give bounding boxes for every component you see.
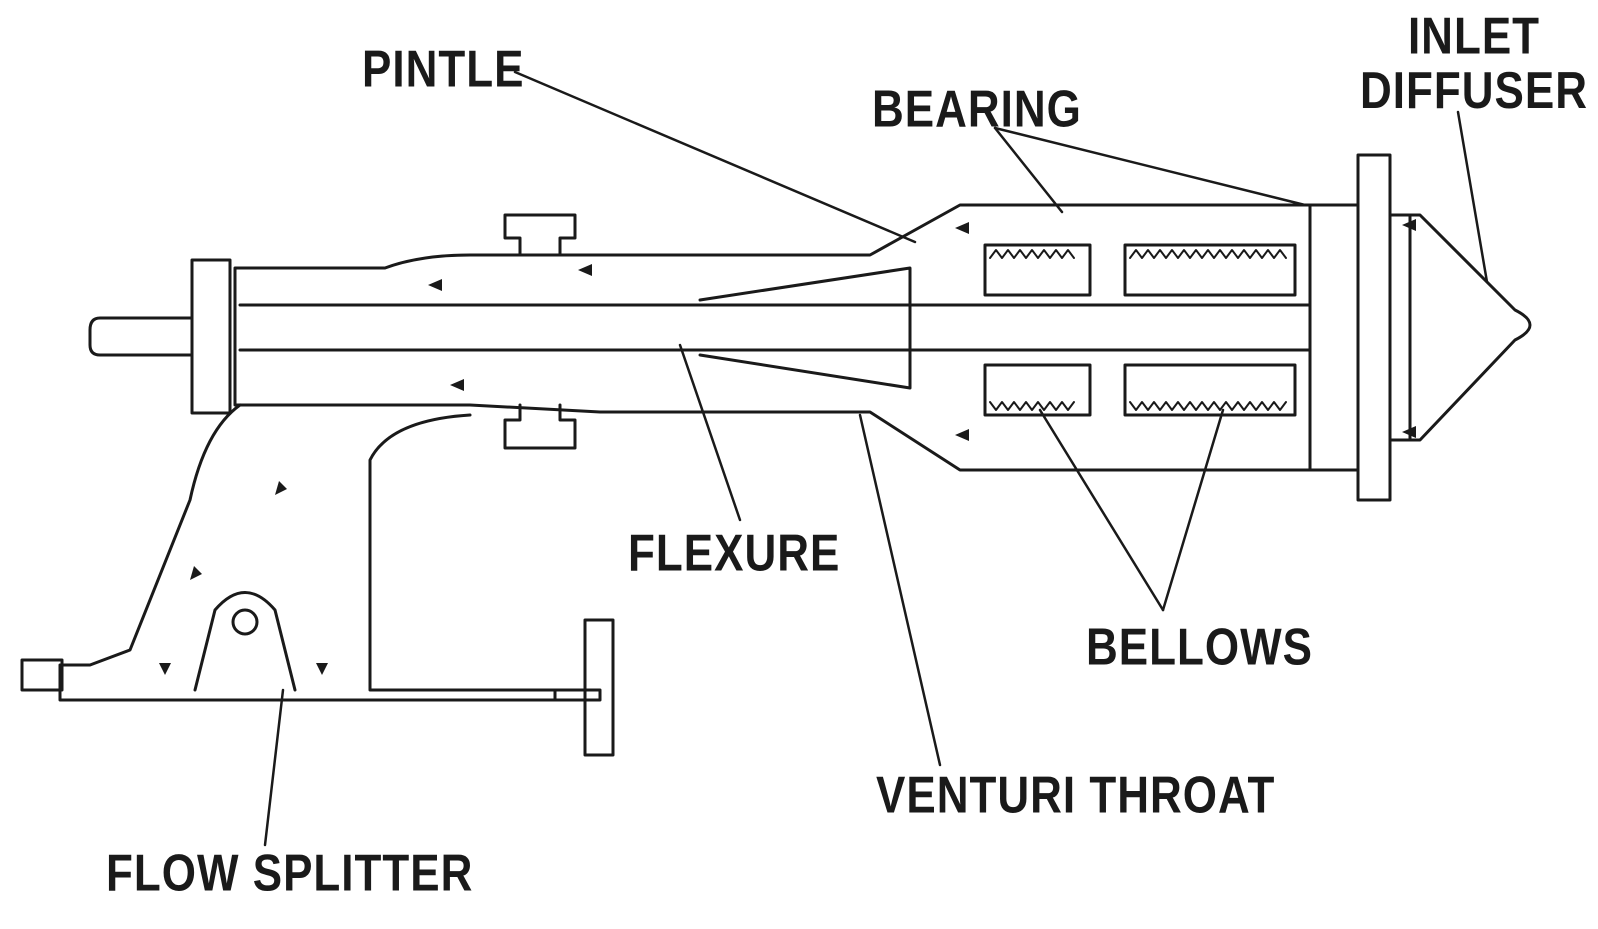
leader-inlet-diffuser [1456,110,1489,284]
bellows-lower-left [983,363,1092,417]
flow-arrow-icon [450,379,464,391]
right-flange-inner [1308,203,1360,472]
flow-arrow-icon [190,566,202,580]
housing-outline [233,203,1312,472]
label-flow-splitter: FLOW SPLITTER [106,844,474,903]
label-bellows: BELLOWS [1086,618,1313,677]
flow-arrow-icon [159,663,171,675]
bellows-upper-left [983,243,1092,297]
leader-bellows-b [1161,408,1225,612]
label-inlet-diffuser-line2: DIFFUSER [1360,62,1588,120]
leader-bearing-b [993,126,1307,207]
top-port-nut [503,213,577,257]
flow-arrow-icon [955,222,969,234]
flow-splitter-pin [231,608,259,636]
flow-splitter-shape [193,591,297,692]
bellows-lower-right [1123,363,1297,417]
t-outlet-stem [553,688,587,702]
label-inlet-diffuser: INLET DIFFUSER [1360,7,1588,120]
label-inlet-diffuser-line1: INLET [1407,7,1541,66]
leader-bearing-a [993,126,1064,214]
label-venturi-throat: VENTURI THROAT [876,766,1276,825]
flow-arrow-icon [428,279,442,291]
t-outlet-flange [583,618,615,757]
leader-flexure [678,343,742,522]
lower-body-outline [58,403,602,702]
bellows-corrugation [989,249,1287,411]
label-pintle: PINTLE [362,40,525,99]
flow-arrow-icon [316,663,328,675]
left-flange [190,258,232,415]
inlet-diffuser-cone [1388,213,1532,442]
right-flange [1356,153,1392,502]
leader-venturi-throat [858,413,942,767]
pintle-taper [698,266,912,390]
left-stem [88,316,194,357]
flow-arrow-icon [1402,426,1416,438]
flow-arrow-icon [1402,219,1416,231]
label-bearing: BEARING [872,80,1082,139]
label-flexure: FLEXURE [628,524,841,583]
flow-arrow-icon [578,264,592,276]
bellows-upper-right [1123,243,1297,297]
left-bottom-fitting [20,658,64,692]
flow-arrows [159,219,1416,675]
bottom-port-nut [503,403,577,450]
flow-arrow-icon [955,429,969,441]
leader-flow-splitter [263,688,285,847]
leader-bellows-a [1038,408,1165,612]
leader-pintle [513,70,917,244]
flow-arrow-icon [275,481,287,495]
